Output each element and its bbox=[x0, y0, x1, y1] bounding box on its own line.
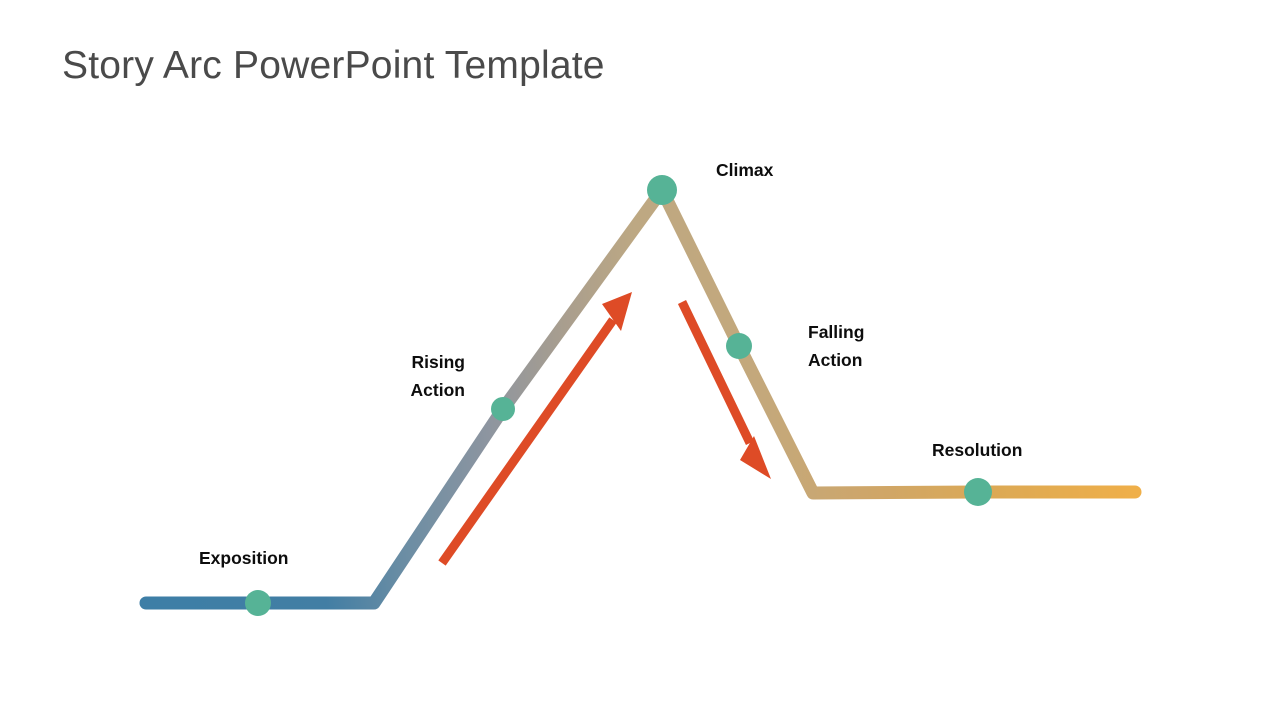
label-falling-action: Falling Action bbox=[808, 322, 865, 371]
marker-falling-action[interactable] bbox=[726, 333, 752, 359]
falling-arrow-head bbox=[740, 436, 771, 479]
arc-line-group bbox=[139, 183, 1142, 610]
label-climax: Climax bbox=[716, 160, 774, 180]
rising-arrow-head bbox=[602, 292, 632, 331]
falling-arrow-shaft bbox=[677, 300, 755, 445]
falling-action-arrow bbox=[677, 300, 771, 479]
marker-resolution[interactable] bbox=[964, 478, 992, 506]
story-arc-line bbox=[139, 183, 1142, 610]
label-exposition: Exposition bbox=[199, 548, 289, 568]
marker-exposition[interactable] bbox=[245, 590, 271, 616]
rising-action-arrow bbox=[438, 292, 632, 566]
rising-arrow-shaft bbox=[438, 317, 617, 566]
label-rising-action: Rising Action bbox=[410, 352, 465, 401]
marker-climax[interactable] bbox=[647, 175, 677, 205]
page-title: Story Arc PowerPoint Template bbox=[62, 44, 605, 87]
marker-rising-action[interactable] bbox=[491, 397, 515, 421]
label-resolution: Resolution bbox=[932, 440, 1023, 460]
